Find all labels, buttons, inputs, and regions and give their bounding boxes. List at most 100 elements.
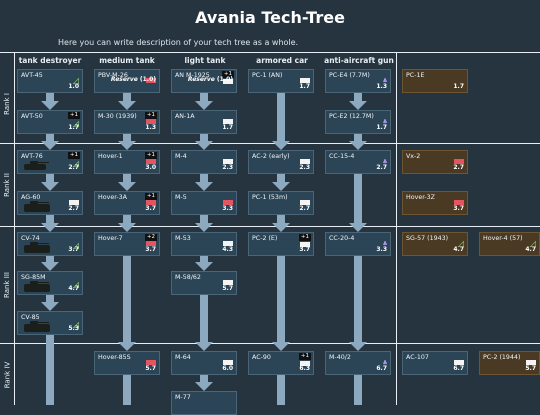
vehicle-card-pc153m[interactable]: PC-1 (53m) 2.7 [248,191,314,215]
progression-arrow-head [41,302,59,311]
column-header-light-tank: light tank [184,56,226,65]
tank-destroyer-icon: ◿ [72,241,79,250]
vehicle-card-hover85s[interactable]: Hover-85S 5.7 [94,351,160,375]
anti-aircraft-icon: ⩓ [383,157,387,165]
progression-arrow-shaft [200,174,208,182]
tank-destroyer-icon: ◿ [72,76,79,85]
progression-arrow-shaft [277,215,285,223]
vehicle-card-m53[interactable]: M-53 4.3 [171,232,237,256]
vehicle-card-ag60[interactable]: AG-60 2.7 [17,191,83,215]
vehicle-card-pc1an[interactable]: PC-1 (AN) 1.7 [248,69,314,93]
progression-arrow-head [118,101,136,110]
progression-arrow-head [195,342,213,351]
progression-arrow-head [195,101,213,110]
vehicle-card-avt45[interactable]: AVT-45 ◿ 1.0 [17,69,83,93]
vehicle-card-vx2[interactable]: Vx-2 2.7 [402,150,468,174]
progression-arrow-head [195,262,213,271]
progression-arrow-head [349,141,367,150]
progression-arrow-shaft [200,215,208,223]
vehicle-card-cv74[interactable]: CV-74 ◿ 3.7 [17,232,83,256]
vehicle-card-pce4[interactable]: PC-E4 (7.7M) ⩓ 1.3 [325,69,391,93]
vehicle-card-avt50[interactable]: AVT-50 +1 ◿ 1.7 [17,110,83,134]
vehicle-silhouette-icon [24,321,50,332]
vehicle-card-anm1925[interactable]: AN M-1925 +1 Reserve(1.0) [171,69,237,93]
progression-arrow-head [272,223,290,232]
progression-arrow-shaft [354,256,362,342]
vehicle-card-cv85[interactable]: CV-85 ◿ 5.3 [17,311,83,335]
vehicle-card-pc2e[interactable]: PC-2 (E) +1 3.7 [248,232,314,256]
country-flag-icon [223,360,233,365]
vehicle-card-m4[interactable]: M-4 2.3 [171,150,237,174]
tank-destroyer-icon: ◿ [529,239,536,248]
vehicle-card-m5[interactable]: M-5 3.3 [171,191,237,215]
progression-arrow-shaft [200,134,208,141]
vehicle-card-m402[interactable]: M-40/2 ⩓ 6.7 [325,351,391,375]
progression-arrow-shaft [123,134,131,141]
vehicle-card-sg571943[interactable]: SG-57 (1943) ◿ 4.7 [402,232,468,256]
country-flag-icon [146,159,156,164]
progression-arrow-shaft [354,134,362,141]
progression-arrow-shaft [46,174,54,182]
vehicle-silhouette-icon [24,161,49,170]
vehicle-card-cc204[interactable]: CC-20-4 ⩓ 3.3 [325,232,391,256]
anti-aircraft-icon: ⩓ [383,239,387,247]
progression-arrow-head [118,342,136,351]
progression-arrow-shaft [277,174,285,182]
country-flag-icon [300,242,310,247]
vehicle-card-sg85m[interactable]: SG-85M ◿ 4.7 [17,271,83,295]
country-flag-icon [223,280,233,285]
vehicle-card-pc21944[interactable]: PC-2 (1944) 5.7 [479,351,540,375]
progression-arrow-shaft [354,93,362,101]
country-flag-icon [300,361,310,366]
progression-arrow-head [41,223,59,232]
progression-arrow-head [272,182,290,191]
progression-arrow-shaft [123,215,131,223]
progression-arrow-head [41,262,59,271]
vehicle-card-ac90[interactable]: AC-90 +1 6.3 [248,351,314,375]
country-flag-icon [223,119,233,124]
vehicle-card-an1a[interactable]: AN-1A 1.7 [171,110,237,134]
progression-arrow-head [195,182,213,191]
country-flag-icon [454,200,464,205]
vehicle-card-cc154[interactable]: CC-15-4 ⩓ 2.7 [325,150,391,174]
country-flag-icon [146,78,156,83]
progression-arrow-shaft [354,375,362,405]
tank-destroyer-icon: ◿ [457,239,464,248]
progression-arrow-head [41,101,59,110]
vehicle-card-hover3z[interactable]: Hover-3Z 3.7 [402,191,468,215]
column-header-tank-destroyer: tank destroyer [18,56,82,65]
tank-destroyer-icon: ◿ [72,280,79,289]
vehicle-card-m5862[interactable]: M-58/62 5.7 [171,271,237,295]
rank-divider [0,226,540,227]
vehicle-card-hover7[interactable]: Hover-7 +2 3.7 [94,232,160,256]
progression-arrow-head [272,141,290,150]
vehicle-card-ac2[interactable]: AC-2 (early) 2.3 [248,150,314,174]
country-flag-icon [300,200,310,205]
country-flag-icon [526,360,536,365]
progression-arrow-head [118,223,136,232]
vehicle-card-pbvm26[interactable]: PBV-M-26 Reserve(1.0) [94,69,160,93]
country-flag-icon [69,200,79,205]
vehicle-card-pce2[interactable]: PC-E2 (12.7M) ⩓ 1.7 [325,110,391,134]
vehicle-card-ac107[interactable]: AC-107 6.7 [402,351,468,375]
vehicle-card-hover3a[interactable]: Hover-3A +1 3.7 [94,191,160,215]
vehicle-card-hover457[interactable]: Hover-4 (57) ◿ 4.7 [479,232,540,256]
vehicle-card-pc1e[interactable]: PC-1E 1.7 [402,69,468,93]
rank-label-ii: Rank II [3,173,11,197]
progression-arrow-shaft [123,256,131,342]
tank-destroyer-icon: ◿ [72,119,79,128]
country-flag-icon [454,159,464,164]
progression-arrow-head [41,141,59,150]
progression-arrow-shaft [46,134,54,141]
country-flag-icon [300,159,310,164]
vehicle-card-m77[interactable]: M-77 [171,391,237,415]
progression-arrow-shaft [123,174,131,182]
vehicle-card-m30[interactable]: M-30 (1939) +1 1.3 [94,110,160,134]
vehicle-card-avt76[interactable]: AVT-76 +1 ◿ 2.7 [17,150,83,174]
vehicle-card-m64[interactable]: M-64 6.0 [171,351,237,375]
vehicle-card-hover1[interactable]: Hover-1 +1 3.0 [94,150,160,174]
country-flag-icon [146,200,156,205]
vehicle-silhouette-icon [24,201,50,212]
rank-label-iv: Rank IV [3,361,12,388]
progression-arrow-shaft [123,93,131,101]
